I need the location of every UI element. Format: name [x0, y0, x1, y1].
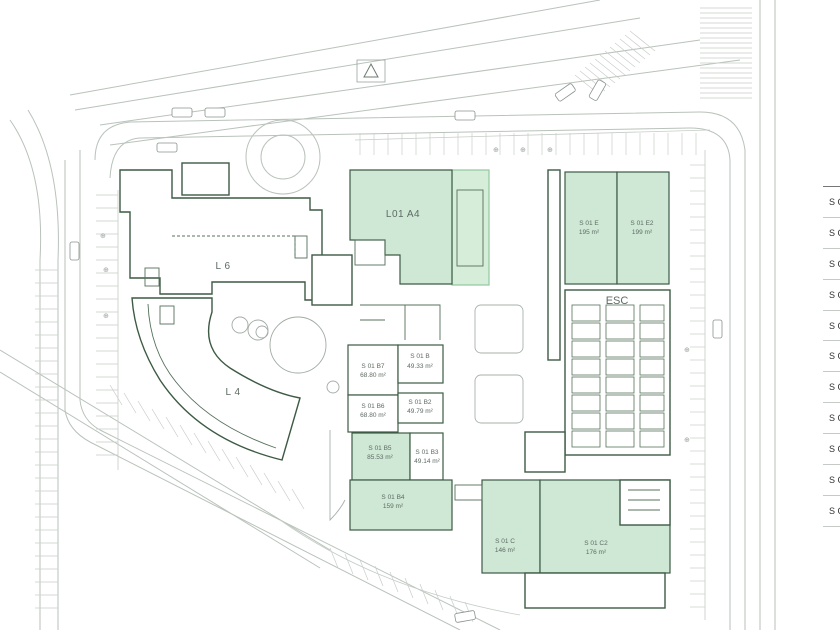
ramp-hatch: [574, 7, 752, 99]
label-s01e2: S 01 E2: [630, 220, 654, 227]
legend-row[interactable]: S C: [823, 341, 840, 373]
area-s01b2: 49.79 m²: [407, 408, 433, 415]
triangle-sign-icon: [356, 59, 386, 83]
units-s01c: [454, 479, 671, 609]
building-l4: [131, 297, 301, 461]
label-s01b: S 01 B: [410, 353, 430, 360]
label-s01b7: S 01 B7: [361, 363, 385, 370]
legend-row[interactable]: S C: [823, 465, 840, 496]
legend-row[interactable]: S C: [823, 187, 840, 218]
parking-stalls: [35, 133, 705, 623]
site-plan-map: ⊕ ⊕ ⊕ ⊕ ⊕ ⊕ ⊕ ⊕ L 6 L 4 L01 A4 ESC S 01 B 49.…: [0, 0, 776, 630]
label-s01b6: S 01 B6: [361, 403, 385, 410]
label-l6: L 6: [215, 261, 230, 272]
area-s01b7: 68.80 m²: [360, 372, 386, 379]
units-s01e: [547, 169, 670, 361]
label-s01b5: S 01 B5: [368, 445, 392, 452]
roundabout: [245, 119, 321, 195]
svg-text:⊕: ⊕: [103, 313, 109, 320]
legend-row[interactable]: S C: [823, 496, 840, 527]
parking-marker-icon: ⊕ ⊕ ⊕ ⊕ ⊕ ⊕ ⊕ ⊕: [100, 147, 690, 444]
label-s01b2: S 01 B2: [408, 399, 432, 406]
label-s01c2: S 01 C2: [584, 540, 608, 547]
legend-row[interactable]: S C: [823, 434, 840, 466]
area-s01c2: 176 m²: [586, 549, 607, 556]
building-l6: [119, 162, 353, 306]
legend-row[interactable]: S C: [823, 218, 840, 249]
legend-row[interactable]: S C: [823, 403, 840, 435]
svg-text:⊕: ⊕: [547, 147, 553, 154]
legend-row[interactable]: S C: [823, 372, 840, 404]
units-s01b: [347, 304, 453, 531]
label-l4: L 4: [225, 387, 240, 398]
legend-top-rule: [823, 186, 840, 187]
road-network: [0, 0, 776, 630]
area-s01b3: 49.14 m²: [414, 458, 440, 465]
area-s01e2: 199 m²: [632, 229, 653, 236]
legend-row[interactable]: S C: [823, 280, 840, 311]
area-s01c: 146 m²: [495, 547, 516, 554]
unit-l01a4: [349, 169, 490, 286]
label-s01c: S 01 C: [495, 538, 515, 545]
svg-text:⊕: ⊕: [100, 233, 106, 240]
area-s01b4: 159 m²: [383, 503, 404, 510]
svg-text:⊕: ⊕: [493, 147, 499, 154]
label-s01e: S 01 E: [579, 220, 599, 227]
map-labels: L 6 L 4 L01 A4 ESC S 01 B 49.33 m² S 01 …: [215, 209, 653, 556]
label-esc: ESC: [606, 295, 629, 307]
svg-text:⊕: ⊕: [684, 437, 690, 444]
label-s01b3: S 01 B3: [415, 449, 439, 456]
area-s01b6: 68.80 m²: [360, 412, 386, 419]
svg-text:⊕: ⊕: [520, 147, 526, 154]
unit-legend: S CS CS CS CS CS CS CS CS CS CS C: [823, 186, 840, 527]
tree-icon: [231, 316, 340, 394]
building-esc: [524, 289, 671, 473]
legend-row[interactable]: S C: [823, 249, 840, 280]
label-l01a4: L01 A4: [386, 209, 420, 220]
svg-text:⊕: ⊕: [684, 347, 690, 354]
legend-row[interactable]: S C: [823, 311, 840, 342]
area-s01e: 195 m²: [579, 229, 600, 236]
area-s01b5: 85.53 m²: [367, 454, 393, 461]
plaza-features: [329, 304, 524, 522]
car-icon: [69, 79, 723, 623]
area-s01b: 49.33 m²: [407, 363, 433, 370]
svg-text:⊕: ⊕: [103, 267, 109, 274]
label-s01b4: S 01 B4: [381, 494, 405, 501]
